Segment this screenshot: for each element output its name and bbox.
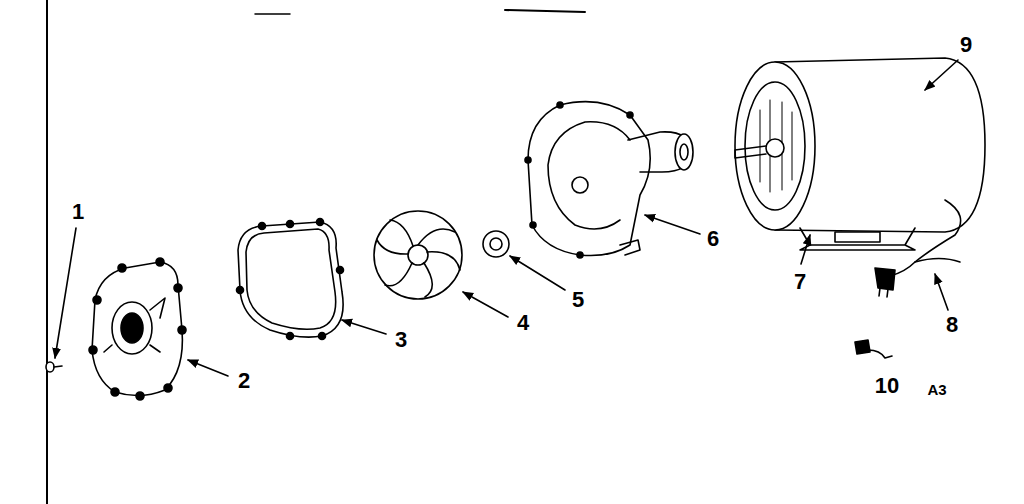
pump-cover <box>89 258 186 400</box>
motor <box>735 58 985 250</box>
callout-number: 4 <box>517 312 529 334</box>
callout-number: 10 <box>875 375 899 397</box>
callout-number: A3 <box>927 382 946 397</box>
gasket <box>237 219 344 340</box>
callout-number: 6 <box>707 228 719 250</box>
callout-number: 1 <box>72 201 84 223</box>
callout-number: 3 <box>395 329 407 351</box>
callout-number: 8 <box>946 314 958 336</box>
margin-mark <box>505 10 585 12</box>
shaft-seal <box>483 231 509 257</box>
pump-housing <box>525 102 693 258</box>
margin-mark <box>255 13 290 15</box>
leader-arrows <box>55 60 958 376</box>
switch <box>855 340 892 358</box>
screw <box>46 362 62 372</box>
margin-line <box>46 0 48 504</box>
callout-number: 5 <box>572 289 584 311</box>
impeller <box>374 211 462 299</box>
callout-number: 9 <box>960 34 972 56</box>
power-cord <box>875 200 961 297</box>
callout-number: 7 <box>794 271 806 293</box>
callout-number: 2 <box>238 370 250 392</box>
